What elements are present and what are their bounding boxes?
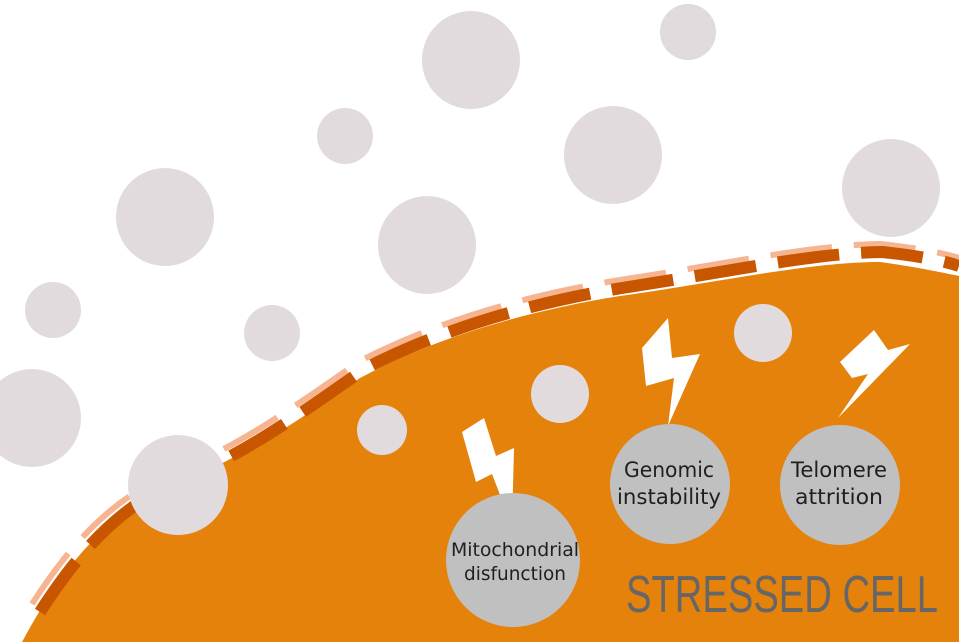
molecule [378,196,476,294]
molecule [660,4,716,60]
molecule [531,365,589,423]
molecule [116,168,214,266]
molecule [244,305,300,361]
molecule [564,106,662,204]
stressor-label: disfunction [464,563,566,585]
molecule [422,11,520,109]
lightning-bolt-icon [838,330,910,418]
stress-circle-mitochondrial [446,493,580,627]
lightning-bolt-icon [642,318,700,426]
stressor-label: Genomic [624,458,714,482]
stressors-group: Mitochondrial disfunction Genomic instab… [446,424,900,627]
molecule [317,108,373,164]
stressor-label: instability [617,485,721,509]
stress-circle-genomic [610,424,730,544]
molecule [25,282,81,338]
stress-circle-telomere [780,425,900,545]
diagram-title: STRESSED CELL [626,566,938,624]
molecule [0,369,81,467]
bolts-group [462,318,910,526]
stressor-label: Telomere [790,458,887,482]
molecule [842,139,940,237]
molecule [357,405,407,455]
stressor-label: Mitochondrial [451,539,579,561]
molecule [734,304,792,362]
molecules-group [0,4,940,535]
molecule [128,435,228,535]
stressor-label: attrition [795,485,883,509]
lightning-bolt-icon [462,418,514,526]
